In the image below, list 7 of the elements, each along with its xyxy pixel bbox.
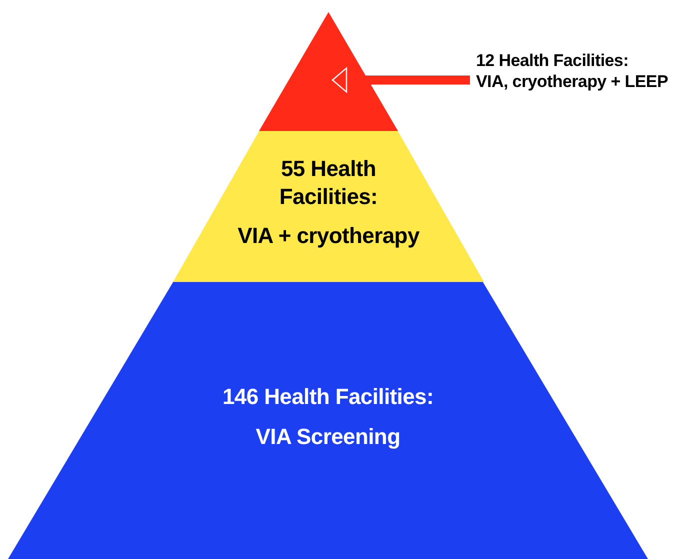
callout-text: VIA, cryotherapy + LEEP (476, 71, 668, 92)
tier-heading: 55 Health Facilities: (278, 155, 379, 210)
tier-heading: 146 Health Facilities: (222, 383, 434, 410)
tier-description: VIA + cryotherapy (238, 222, 420, 250)
arrow (332, 66, 470, 94)
callout-heading: 12 Health Facilities: (476, 50, 628, 72)
tier-description: VIA Screening (256, 422, 400, 450)
